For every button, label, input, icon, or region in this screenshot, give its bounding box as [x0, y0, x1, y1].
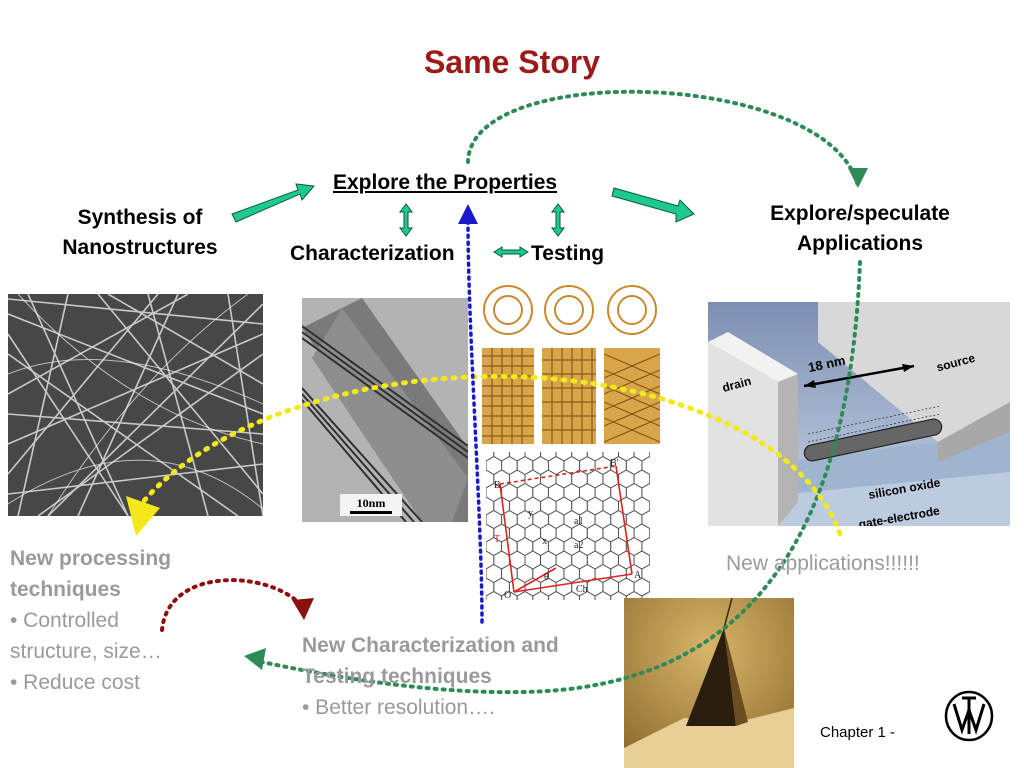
tem-scale-label: 10nm [357, 496, 386, 510]
graphene-lattice-image: B B' A O y x a1 a2 θ Ch T [486, 452, 650, 600]
lattice-label-bprime: B' [610, 458, 619, 469]
synthesis-to-properties-arrow [231, 183, 315, 223]
synthesis-line1: Synthesis of [77, 206, 203, 229]
slide-title: Same Story [423, 44, 601, 80]
lattice-label-theta: θ [544, 572, 549, 583]
synthesis-label: Synthesis of Nanostructures [40, 203, 240, 263]
graphene-lattice-drawing: B B' A O y x a1 a2 θ Ch T [486, 452, 650, 600]
processing-bullet-2: structure, size… [10, 640, 162, 663]
processing-techniques-block: New processing techniques • Controlled s… [10, 544, 240, 698]
applications-label: Explore/speculate Applications [740, 199, 980, 259]
tem-image: 10nm [302, 298, 468, 522]
lattice-label-x: x [542, 536, 547, 547]
lattice-label-y: y [528, 508, 533, 519]
characterization-testing-double-arrow [493, 246, 529, 258]
nanotube-structures-drawing [476, 282, 666, 447]
lattice-label-a: A [634, 570, 642, 581]
nanotube-transistor-image: 18 nm drain source silicon oxide gate-el… [708, 302, 1010, 526]
explore-properties-label: Explore the Properties [333, 171, 558, 194]
chapter-footer: Chapter 1 - [820, 724, 896, 741]
testing-label: Testing [531, 242, 605, 265]
afm-tip-image [624, 598, 794, 768]
synthesis-line2: Nanostructures [62, 236, 218, 259]
red-dotted-arrowhead [292, 598, 314, 620]
properties-testing-double-arrow [551, 203, 565, 237]
properties-characterization-double-arrow [399, 203, 413, 237]
blue-dotted-arrowhead [458, 204, 478, 224]
processing-heading-line2: techniques [10, 578, 121, 601]
applications-line2: Applications [796, 232, 923, 255]
lattice-label-b: B [494, 480, 501, 491]
lattice-label-a2: a2 [574, 540, 583, 551]
lattice-label-a1: a1 [574, 516, 583, 527]
publisher-logo-icon [944, 690, 994, 742]
nanowire-sem-image [8, 294, 263, 516]
tem-drawing: 10nm [302, 298, 468, 522]
processing-bullet-3: • Reduce cost [10, 671, 140, 694]
applications-line1: Explore/speculate [770, 202, 950, 225]
lattice-label-ch: Ch [576, 584, 588, 595]
applications-dotted-arrowhead [848, 168, 868, 188]
char-testing-heading-line2: Testing techniques [302, 665, 492, 688]
char-testing-techniques-block: New Characterization and Testing techniq… [302, 630, 632, 723]
transistor-drawing: 18 nm drain source silicon oxide gate-el… [708, 302, 1010, 526]
properties-to-applications-arrow [611, 187, 695, 223]
new-applications-label: New applications!!!!!! [726, 552, 920, 575]
processing-dotted-arrowhead [244, 648, 266, 670]
afm-tip-drawing [624, 598, 794, 768]
char-testing-heading-line1: New Characterization and [302, 634, 559, 657]
processing-heading-line1: New processing [10, 547, 172, 570]
lattice-label-o: O [504, 590, 511, 600]
nanotube-structures-image [476, 282, 666, 447]
processing-bullet-1: • Controlled [10, 609, 119, 632]
char-testing-bullet-1: • Better resolution…. [302, 696, 495, 719]
nanowire-sem-drawing [8, 294, 263, 516]
characterization-label: Characterization [290, 242, 455, 265]
lattice-label-t: T [494, 534, 500, 545]
